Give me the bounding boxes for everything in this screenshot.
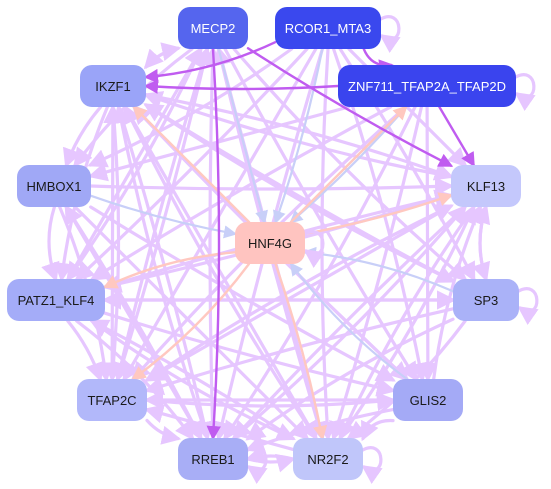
edge-znf711-tfap2a-tfap2d-to-nr2f2: [329, 105, 423, 442]
edge-hnf4g-to-tfap2c: [131, 262, 251, 381]
edge-rcor1-mta3-to-znf711-tfap2a-tfap2d: [362, 47, 394, 74]
edge-ikzf1-to-hmbox1: [62, 105, 103, 168]
node-klf13[interactable]: KLF13: [451, 165, 521, 207]
edge-rreb1-to-rreb1: [244, 446, 268, 485]
node-rcor1-mta3[interactable]: RCOR1_MTA3: [275, 7, 381, 49]
edge-znf711-tfap2a-tfap2d-to-hmbox1: [87, 105, 351, 182]
edge-mecp2-to-rreb1: [206, 47, 221, 441]
node-sp3[interactable]: SP3: [453, 279, 519, 321]
edge-glis2-to-nr2f2: [361, 418, 395, 442]
edge-ikzf1-to-klf13: [144, 93, 455, 181]
edge-nr2f2-to-patz1-klf4: [89, 319, 295, 441]
edge-hnf4g-to-znf711-tfap2a-tfap2d: [289, 105, 408, 224]
edge-rcor1-mta3-to-rcor1-mta3: [377, 15, 401, 54]
edge-mecp2-to-tfap2c: [113, 47, 209, 383]
edge-tfap2c-to-klf13: [145, 204, 454, 382]
node-tfap2c[interactable]: TFAP2C: [77, 379, 147, 421]
edge-patz1-klf4-to-tfap2c: [66, 319, 105, 383]
edge-rreb1-to-ikzf1: [112, 103, 209, 440]
edge-znf711-tfap2a-tfap2d-to-ikzf1: [143, 79, 340, 94]
edge-nr2f2-to-nr2f2: [359, 446, 383, 485]
node-ikzf1[interactable]: IKZF1: [80, 65, 146, 107]
edge-mecp2-to-patz1-klf4: [66, 47, 203, 282]
edge-rreb1-to-klf13: [232, 204, 468, 440]
edge-sp3-to-klf13: [471, 203, 491, 281]
edge-klf13-to-tfap2c: [144, 204, 453, 382]
edge-tfap2c-to-mecp2: [116, 45, 212, 381]
edge-sp3-to-ikzf1: [143, 103, 455, 283]
edge-patz1-klf4-to-mecp2: [66, 46, 203, 281]
edge-hnf4g-to-hnf4g: [301, 230, 325, 269]
edge-rreb1-to-mecp2: [202, 45, 223, 440]
edge-hnf4g-to-klf13: [303, 192, 454, 235]
edge-hnf4g-to-nr2f2: [274, 262, 328, 441]
edge-znf711-tfap2a-tfap2d-to-znf711-tfap2a-tfap2d: [512, 73, 536, 112]
edge-rreb1-to-nr2f2: [246, 453, 297, 473]
edge-znf711-tfap2a-tfap2d-to-klf13: [438, 105, 475, 168]
edge-hmbox1-to-patz1-klf4: [41, 205, 60, 283]
edge-mecp2-to-glis2: [223, 47, 418, 382]
node-glis2[interactable]: GLIS2: [393, 379, 463, 421]
edge-klf13-to-ikzf1: [142, 91, 453, 179]
edge-ikzf1-to-nr2f2: [123, 105, 318, 441]
edge-tfap2c-to-ikzf1: [103, 103, 123, 381]
edge-rcor1-mta3-to-ikzf1: [143, 41, 277, 84]
edge-nr2f2-to-ikzf1: [123, 104, 318, 440]
node-mecp2[interactable]: MECP2: [178, 7, 248, 49]
edge-sp3-to-rreb1: [245, 317, 455, 441]
node-patz1-klf4[interactable]: PATZ1_KLF4: [7, 279, 105, 321]
node-hnf4g[interactable]: HNF4G: [235, 222, 305, 264]
edge-nr2f2-to-klf13: [338, 204, 476, 440]
node-rreb1[interactable]: RREB1: [178, 438, 248, 480]
edge-rcor1-mta3-to-hnf4g: [273, 47, 324, 225]
node-nr2f2[interactable]: NR2F2: [293, 438, 363, 480]
edge-patz1-klf4-to-glis2: [103, 311, 397, 397]
edge-mecp2-to-klf13: [246, 47, 454, 167]
edge-hmbox1-to-glis2: [89, 205, 396, 382]
edge-glis2-to-hnf4g: [289, 262, 408, 381]
edge-hmbox1-to-klf13: [89, 176, 455, 197]
edge-znf711-tfap2a-tfap2d-to-rreb1: [223, 105, 417, 441]
edge-mecp2-to-hnf4g: [217, 47, 268, 225]
edges-layer: [41, 15, 539, 485]
edge-nr2f2-to-rreb1: [244, 445, 295, 465]
edge-hmbox1-to-nr2f2: [73, 205, 310, 441]
node-hmbox1[interactable]: HMBOX1: [17, 165, 91, 207]
edge-ikzf1-to-tfap2c: [103, 105, 124, 383]
edge-sp3-to-sp3: [515, 287, 539, 326]
node-znf711-tfap2a-tfap2d[interactable]: ZNF711_TFAP2A_TFAP2D: [338, 65, 516, 107]
edge-ikzf1-to-mecp2: [144, 42, 182, 69]
edge-hnf4g-to-ikzf1: [132, 105, 251, 224]
edge-tfap2c-to-rreb1: [145, 418, 182, 445]
edge-rreb1-to-hmbox1: [64, 204, 203, 440]
